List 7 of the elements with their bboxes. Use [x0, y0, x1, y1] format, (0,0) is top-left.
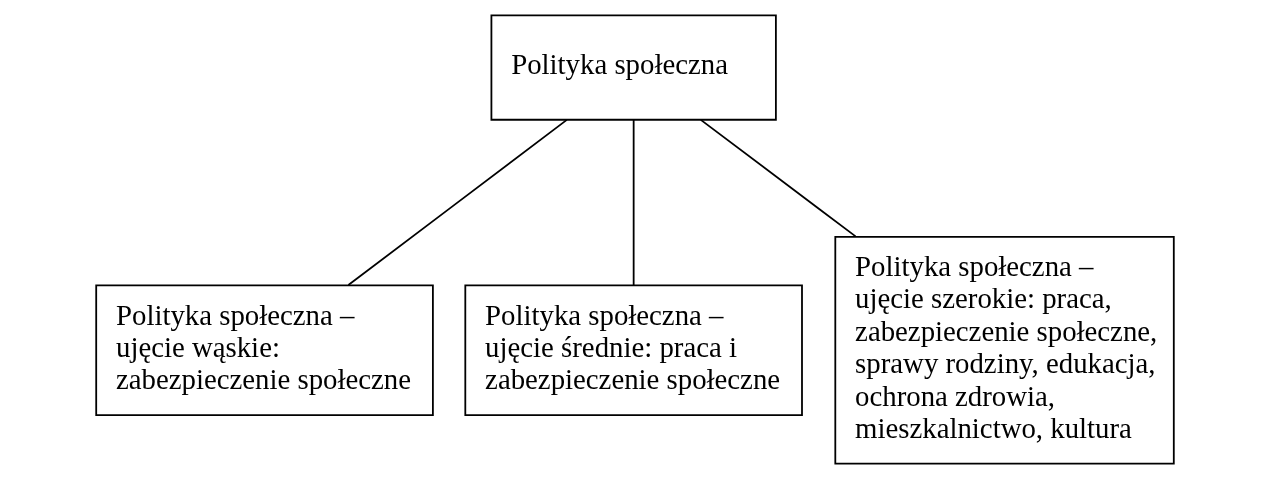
node-box: Polityka społeczna – ujęcie średnie: praca i zabezpieczenie społeczne	[463, 284, 803, 416]
node-box: Polityka społeczna – ujęcie wąskie: zabezpieczenie społeczne	[94, 284, 434, 416]
node-box: Polityka społeczna – ujęcie szerokie: praca, zabezpieczenie społeczne, sprawy rodziny, edukacja, ochrona zdrowia, mieszkalnictwo, kultura	[833, 235, 1175, 465]
node-box: Polityka społeczna	[490, 14, 777, 121]
connector	[347, 119, 568, 286]
connector	[699, 119, 856, 238]
connector	[632, 119, 635, 286]
